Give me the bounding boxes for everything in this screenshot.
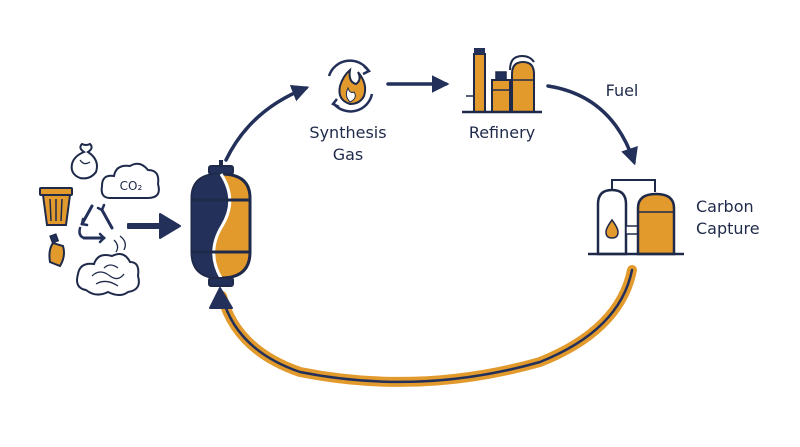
carbon-capture-label-line1: Carbon [696,197,754,216]
co2-label: CO₂ [120,179,143,193]
refinery-to-capture-arrow [546,84,638,166]
recycle-icon [78,203,114,244]
fuel-label: Fuel [606,81,639,100]
gasification-reactor-icon [190,160,252,287]
synthesis-gas-label-line2: Gas [333,145,364,164]
inputs-cluster: CO₂ [39,142,160,296]
reactor-to-synthesis-arrow [224,84,310,162]
synthesis-gas-label-line1: Synthesis [309,123,386,142]
bottle-icon [48,233,65,268]
return-loop-arrow [209,265,637,387]
refinery-label: Refinery [469,123,535,142]
flame-cycle-icon [327,59,374,113]
refinery-icon [462,48,542,114]
trash-bin-icon [39,187,73,226]
return-arrowhead [209,287,233,309]
co2-cloud-icon: CO₂ [100,162,160,199]
smoke-cloud-icon [76,235,140,296]
carbon-capture-plant-icon [588,179,684,256]
inputs-to-reactor-arrow [127,213,181,239]
carbon-capture-label-line2: Capture [696,219,760,238]
garbage-bag-icon [70,142,98,180]
